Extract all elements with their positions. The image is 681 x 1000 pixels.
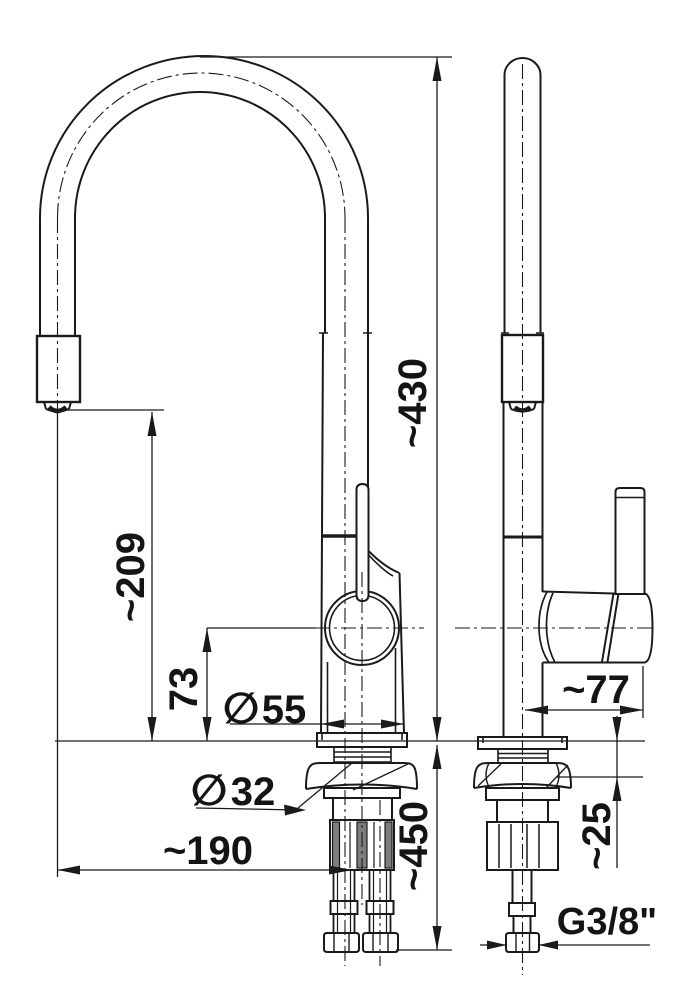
side-view: [473, 57, 654, 953]
spout-arch-inner: [74, 91, 326, 336]
mount-neck: [333, 747, 392, 763]
side-flange-lips: [482, 737, 563, 743]
leader-hole-dia: [195, 807, 299, 811]
base-diameter-label: 55: [262, 688, 307, 732]
spout-arch-outer: [39, 55, 369, 336]
valve-height-label: 73: [162, 667, 206, 712]
supply-hose-right: [362, 870, 399, 953]
handle-projection-label: ~77: [562, 668, 630, 712]
side-deck-seal-bottom: [473, 783, 572, 789]
mount-nut-collar: [332, 797, 393, 820]
side-deck-seal-outline: [473, 762, 572, 789]
base-diameter-symbol: ∅: [223, 685, 260, 733]
deck-thickness-label: ~25: [575, 802, 619, 870]
side-spout-pipe: [503, 57, 542, 333]
dimensions: [55, 56, 650, 951]
centerlines: [56, 64, 655, 975]
supply-hose-left: [323, 870, 360, 953]
side-hose-nut: [505, 932, 540, 953]
total-height-label: ~430: [391, 358, 435, 448]
body-left-edge: [320, 332, 324, 734]
hose-length-label: ~450: [392, 801, 436, 891]
handle-lever: [355, 482, 370, 603]
base-flange-lips: [321, 733, 403, 740]
side-nut-knurls: [498, 824, 540, 868]
spray-head: [35, 334, 82, 404]
hose-tubes-through-nut: [349, 822, 375, 868]
side-handle-lever: [614, 487, 646, 595]
side-housing-curves: [538, 591, 556, 663]
hole-diameter-symbol: ∅: [191, 767, 228, 815]
body-inner-walls: [326, 648, 397, 733]
side-hose-tube: [512, 916, 532, 933]
spout-height-label: ~209: [109, 532, 153, 622]
dimension-labels: ~430 ~209 73 ∅ 55 ∅ 32 ~190 ~450 ~77 ~25…: [109, 358, 657, 943]
reach-label: ~190: [163, 829, 253, 873]
arrowheads: [57, 57, 643, 950]
thread-size-label: G3/8": [557, 901, 657, 943]
body-right-edge-lower: [398, 572, 405, 734]
side-housing-top: [542, 590, 614, 595]
side-shank: [511, 870, 533, 903]
spout-centerline-arc: [56, 72, 346, 219]
hole-diameter-label: 32: [231, 770, 276, 814]
front-view: [35, 55, 418, 953]
side-hose-nut-facets: [515, 933, 531, 952]
